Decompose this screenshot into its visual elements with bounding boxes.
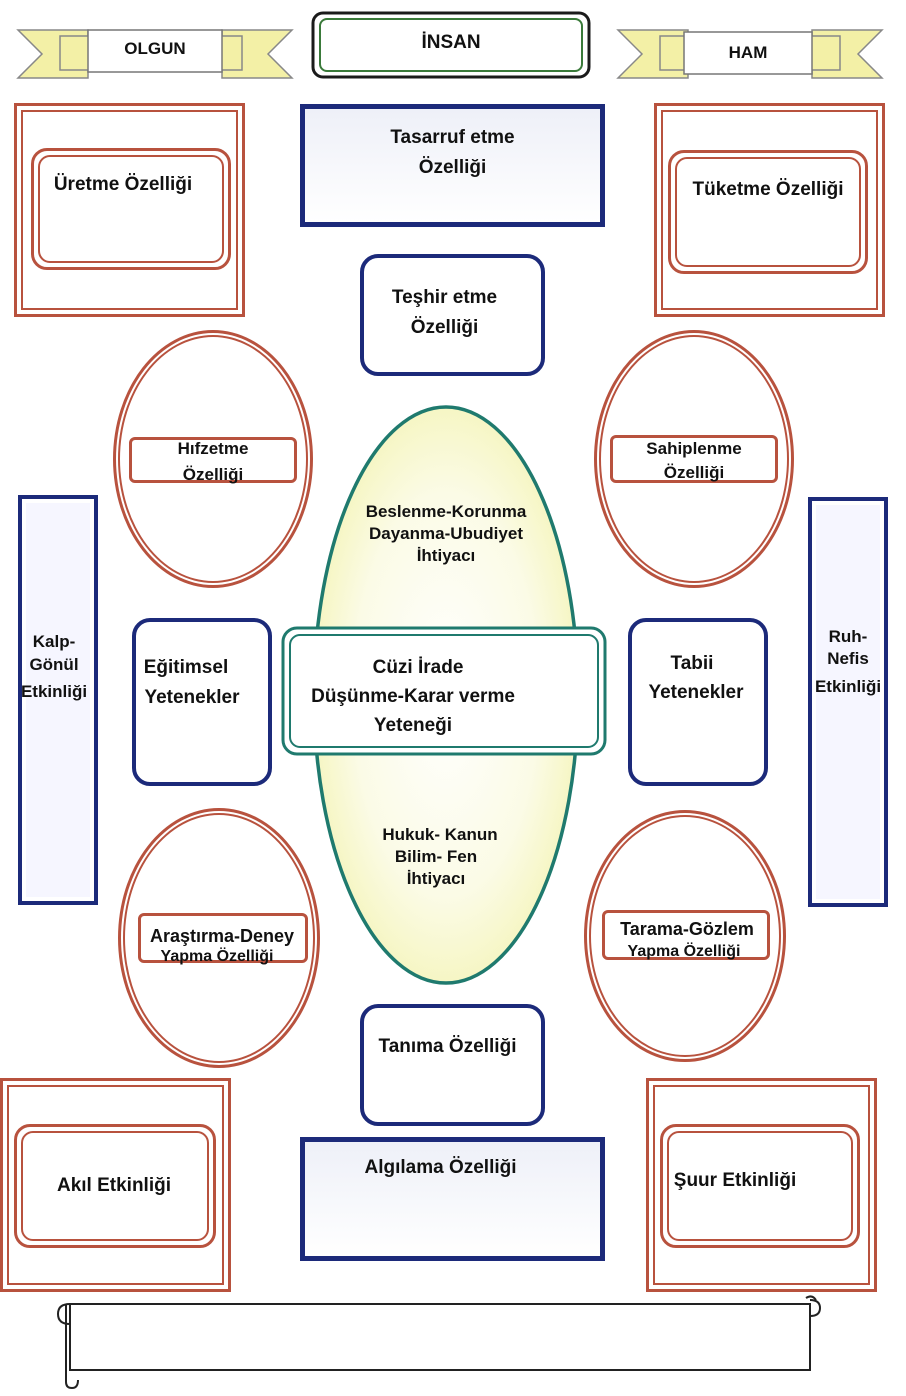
ellipse-bottom-line2: Bilim- Fen — [394, 847, 478, 866]
bottom-right-outer-box — [646, 1078, 877, 1292]
tabii-box — [628, 618, 768, 786]
arastirma-line1: Araştırma-Deney — [149, 926, 295, 946]
tarama-line2: Yapma Özelliği — [627, 943, 741, 960]
title-box-shape — [311, 11, 591, 79]
center-line2: Düşünme-Karar verme — [311, 686, 515, 707]
sahiplenme-line1: Sahiplenme — [646, 439, 742, 458]
arastirma-tag — [138, 913, 308, 963]
ellipse-top-line1: Beslenme-Korunma — [365, 502, 527, 521]
teshir-box — [360, 254, 545, 376]
tasarruf-line1: Tasarruf etme — [390, 127, 515, 148]
arastirma-line2: Yapma Özelliği — [160, 948, 274, 965]
tasarruf-box — [300, 104, 605, 227]
akil-label: Akıl Etkinliği — [56, 1175, 172, 1196]
ruh-line2: Nefis — [827, 649, 869, 668]
tanima-label: Tanıma Özelliği — [378, 1036, 517, 1057]
ellipse-top-line2: Dayanma-Ubudiyet — [369, 524, 523, 543]
bottom-left-inner-box — [14, 1124, 216, 1248]
page-title: İNSAN — [421, 32, 481, 53]
tabii-line2: Yetenekler — [648, 682, 744, 703]
suur-label: Şuur Etkinliği — [673, 1170, 797, 1191]
tanima-box — [360, 1004, 545, 1126]
center-line3: Yeteneği — [373, 715, 453, 736]
hifzetme-line2: Özelliği — [182, 465, 244, 484]
right-column-box — [808, 497, 888, 907]
top-left-outer-box — [14, 103, 245, 317]
tasarruf-line2: Özelliği — [418, 157, 487, 178]
egitimsel-line1: Eğitimsel — [143, 657, 229, 678]
kalp-line3: Etkinliği — [20, 682, 88, 701]
tarama-tag — [602, 910, 770, 960]
kalp-line2: Gönül — [29, 655, 79, 674]
uretme-label: Üretme Özelliği — [53, 174, 193, 195]
ellipse-bottom-line1: Hukuk- Kanun — [382, 825, 498, 844]
center-line1: Cüzi İrade — [372, 657, 464, 678]
egitimsel-line2: Yetenekler — [144, 687, 240, 708]
top-left-inner-box — [31, 148, 231, 270]
top-right-inner-box — [668, 150, 868, 274]
tarama-oval — [584, 810, 786, 1062]
hifzetme-tag — [129, 437, 297, 483]
bottom-right-inner-box — [660, 1124, 860, 1248]
sahiplenme-line2: Özelliği — [663, 463, 725, 482]
tarama-line1: Tarama-Gözlem — [620, 919, 754, 939]
sahiplenme-tag — [610, 435, 778, 483]
arastirma-oval — [118, 808, 320, 1068]
sahiplenme-oval — [594, 330, 794, 588]
teshir-line1: Teşhir etme — [391, 287, 498, 308]
hifzetme-line1: Hıfzetme — [177, 439, 249, 458]
left-ribbon-shape — [16, 29, 294, 79]
teshir-line2: Özelliği — [410, 317, 479, 338]
tuketme-label: Tüketme Özelliği — [692, 179, 844, 200]
bottom-left-outer-box — [0, 1078, 231, 1292]
bottom-scroll-shape — [56, 1295, 822, 1390]
ham-label: HAM — [728, 43, 768, 62]
ruh-line3: Etkinliği — [814, 677, 882, 696]
left-column-box — [18, 495, 98, 905]
tabii-line1: Tabii — [670, 653, 714, 674]
right-ribbon-shape — [616, 29, 884, 79]
olgun-label: OLGUN — [124, 39, 186, 58]
egitimsel-box — [132, 618, 272, 786]
ellipse-bottom-line3: İhtiyacı — [406, 869, 466, 888]
top-right-outer-box — [654, 103, 885, 317]
ellipse-top-line3: İhtiyacı — [416, 546, 476, 565]
algilama-label: Algılama Özelliği — [364, 1157, 517, 1178]
kalp-line1: Kalp- — [32, 632, 76, 651]
algilama-box — [300, 1137, 605, 1261]
hifzetme-oval — [113, 330, 313, 588]
ruh-line1: Ruh- — [828, 627, 868, 646]
